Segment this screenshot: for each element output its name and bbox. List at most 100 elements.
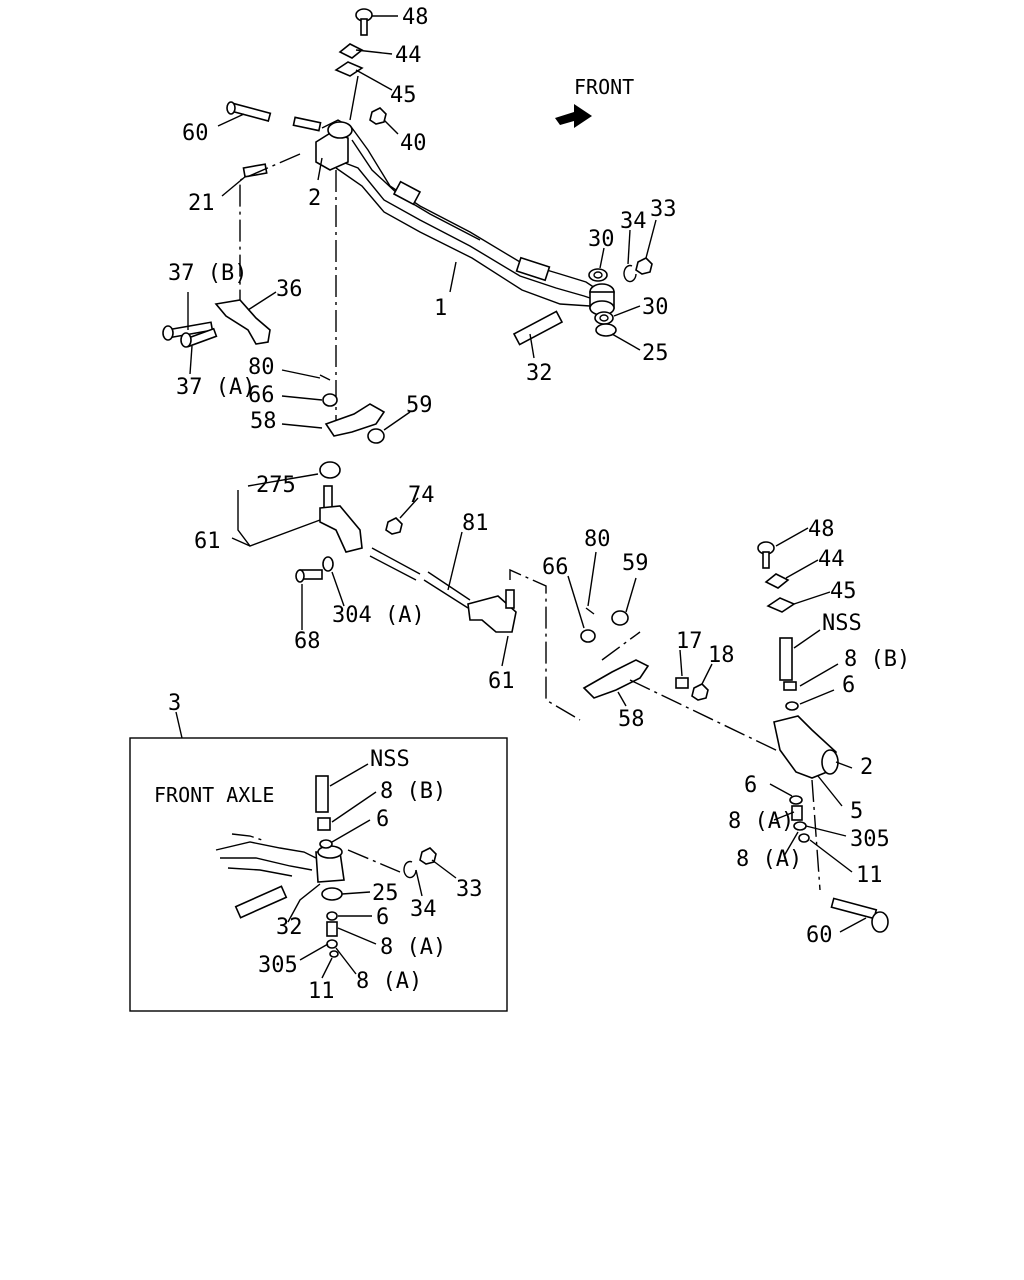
callout-58-right: 58: [618, 707, 645, 732]
front-axle-beam: [315, 119, 615, 316]
callout-32-right: 32: [526, 361, 553, 386]
leader-lines: [187, 15, 867, 979]
callout-5: 5: [850, 799, 863, 824]
tie-rod-end-61-right: [467, 589, 517, 633]
ring-34-right: [623, 264, 637, 283]
callout-8b-right: 8 (B): [844, 647, 910, 672]
callout-45-top: 45: [390, 83, 417, 108]
inset-callout-305: 305: [258, 953, 298, 978]
cotter-pin-80-left: [319, 374, 331, 381]
pin-nss-right: [779, 637, 793, 681]
callout-30-top: 30: [588, 227, 615, 252]
washer-6b-right: [789, 795, 803, 805]
inset-bushing-8a: [326, 921, 338, 937]
nut-59-right: [611, 610, 629, 626]
nut-33-right: [635, 257, 653, 275]
callout-37a: 37 (A): [176, 375, 255, 400]
callout-61-left: 61: [194, 529, 221, 554]
callout-36: 36: [276, 277, 303, 302]
callout-61-right: 61: [488, 669, 515, 694]
callout-11-right: 11: [856, 863, 883, 888]
callout-304a: 304 (A): [332, 603, 425, 628]
callout-60-right: 60: [806, 923, 833, 948]
inset-number-label: 3: [168, 691, 181, 716]
callout-17: 17: [676, 629, 703, 654]
callout-66-right: 66: [542, 555, 569, 580]
washer-304a: [322, 556, 334, 572]
callout-60-top: 60: [182, 121, 209, 146]
callout-21: 21: [188, 191, 215, 216]
callout-nss-right: NSS: [822, 611, 862, 636]
callout-305-right: 305: [850, 827, 890, 852]
kingpin-32-right: [512, 310, 564, 346]
nut-66-left: [322, 393, 338, 407]
callout-59-left: 59: [406, 393, 433, 418]
inset-callout-11: 11: [308, 979, 335, 1004]
pitman-arm-36: [214, 299, 271, 345]
inset-pin-nss: [315, 775, 329, 813]
callout-275: 275: [256, 473, 296, 498]
kingpin-shaft-left: [292, 116, 322, 132]
front-direction-label: FRONT: [574, 75, 634, 99]
callout-2-left: 2: [308, 186, 321, 211]
inset-bushing-8b: [317, 817, 331, 831]
nut-66-right: [580, 629, 596, 643]
callout-48-top: 48: [402, 5, 429, 30]
callout-8a-right-a: 8 (A): [728, 809, 794, 834]
callout-74: 74: [408, 483, 435, 508]
inset-callout-34: 34: [410, 897, 437, 922]
bearing-25-right: [595, 323, 617, 337]
inset-ring-34: [403, 860, 417, 879]
callout-33-right: 33: [650, 197, 677, 222]
callout-40: 40: [400, 131, 427, 156]
callouts-inset: 3 FRONT AXLE NSS 8 (B) 6 33 34 25 32 6 8…: [154, 691, 483, 1004]
steering-knuckle-2: [773, 715, 839, 779]
callouts-main: 48 44 45 40 60 21 2 37 (B) 36 37 (A) 1 3…: [168, 5, 910, 948]
washer-30-bottom: [594, 311, 614, 325]
bolt-48-top: [355, 8, 373, 36]
callout-58-left: 58: [250, 409, 277, 434]
inset-shim-305: [326, 939, 338, 949]
inset-callout-6b: 6: [376, 905, 389, 930]
inset-callout-nss: NSS: [370, 747, 410, 772]
callout-37b: 37 (B): [168, 261, 247, 286]
bolt-60-right: [830, 897, 889, 933]
inset-callout-8a-b: 8 (A): [356, 969, 422, 994]
inset-bearing-25: [321, 887, 343, 901]
inset-title: FRONT AXLE: [154, 783, 274, 807]
grease-fitting-17: [675, 677, 689, 689]
inset-callout-32: 32: [276, 915, 303, 940]
callout-80-left: 80: [248, 355, 275, 380]
bushing-8b-right: [783, 681, 797, 691]
callout-30-bottom: 30: [642, 295, 669, 320]
cotter-pin-80-right: [585, 607, 595, 615]
inset-washer-6: [319, 839, 333, 849]
front-arrow-icon: [555, 104, 592, 128]
inset-callout-25: 25: [372, 881, 399, 906]
bolt-37a: [180, 327, 218, 348]
bolt-37b: [162, 321, 214, 341]
boot-275: [319, 461, 341, 479]
callout-44-top: 44: [395, 43, 422, 68]
callout-6-right-a: 6: [842, 673, 855, 698]
washer-6a-right: [785, 701, 799, 711]
plate-44-right: [764, 573, 790, 589]
plate-45-right: [766, 597, 796, 613]
inset-kingpin-32: [234, 885, 288, 919]
inset-callout-6a: 6: [376, 807, 389, 832]
callout-66-left: 66: [248, 383, 275, 408]
washer-30-top: [588, 268, 608, 282]
tie-rod-81: [369, 547, 471, 609]
callout-44-right: 44: [818, 547, 845, 572]
callout-1: 1: [434, 296, 447, 321]
callout-80-right: 80: [584, 527, 611, 552]
tie-rod-end-61-left: [319, 485, 363, 553]
nut-74: [385, 517, 403, 535]
inset-axle-end: [215, 841, 345, 883]
callout-34-right: 34: [620, 209, 647, 234]
nut-40: [369, 107, 387, 125]
callout-48-right: 48: [808, 517, 835, 542]
bolt-68: [295, 569, 323, 583]
inset-callout-8a-a: 8 (A): [380, 935, 446, 960]
